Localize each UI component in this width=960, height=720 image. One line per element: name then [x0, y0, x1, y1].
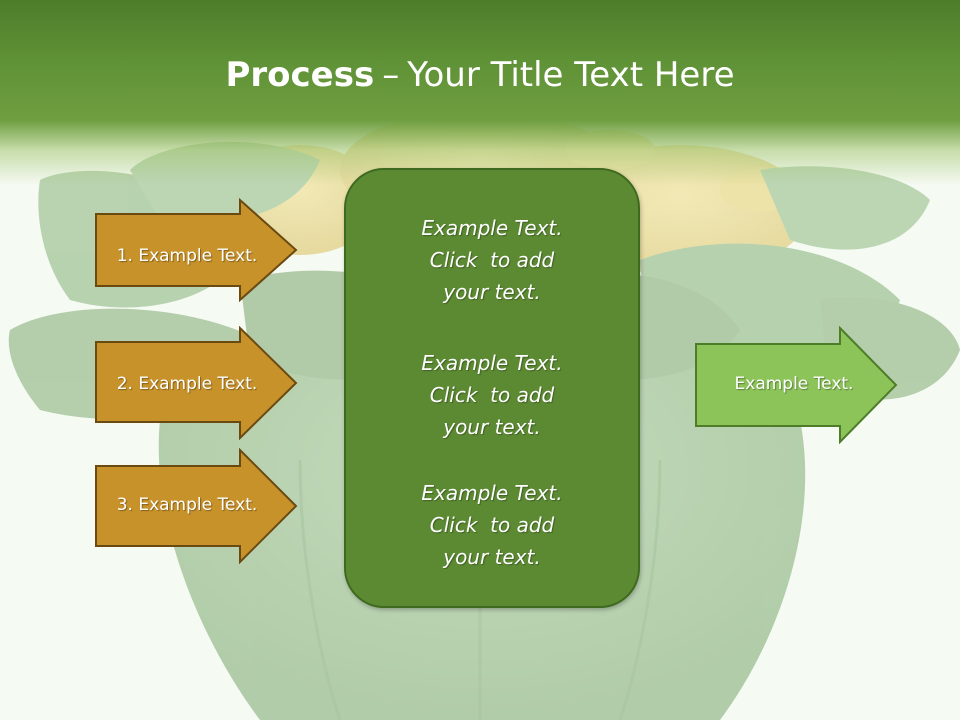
- right-arrow-label: Example Text.: [734, 374, 854, 394]
- right-arrow[interactable]: [694, 326, 900, 444]
- center-text-line: your text.: [443, 280, 541, 304]
- left-arrow-2[interactable]: [94, 326, 300, 440]
- center-text-line: your text.: [443, 415, 541, 439]
- center-text-block-2: Example Text. Click to add your text.: [344, 347, 640, 443]
- center-text-line: Example Text.: [421, 216, 563, 240]
- title-separator: –: [382, 55, 400, 95]
- title-rest: Your Title Text Here: [407, 55, 735, 95]
- center-text-line: your text.: [443, 545, 541, 569]
- center-text-block-3: Example Text. Click to add your text.: [344, 477, 640, 573]
- title-bold: Process: [225, 55, 375, 95]
- center-text-line: Click to add: [429, 383, 555, 407]
- center-text-box[interactable]: [344, 168, 640, 608]
- center-text-line: Example Text.: [421, 351, 563, 375]
- center-text-line: Click to add: [429, 248, 555, 272]
- left-arrow-1-label: 1. Example Text.: [116, 246, 258, 266]
- left-arrow-3-label: 3. Example Text.: [116, 495, 258, 515]
- header-band: [0, 0, 960, 185]
- left-arrow-2-label: 2. Example Text.: [116, 374, 258, 394]
- center-text-line: Example Text.: [421, 481, 563, 505]
- slide-title[interactable]: Process–Your Title Text Here: [0, 50, 960, 100]
- center-text-line: Click to add: [429, 513, 555, 537]
- left-arrow-1[interactable]: [94, 198, 300, 302]
- left-arrow-3[interactable]: [94, 448, 300, 564]
- center-text-block-1: Example Text. Click to add your text.: [344, 212, 640, 308]
